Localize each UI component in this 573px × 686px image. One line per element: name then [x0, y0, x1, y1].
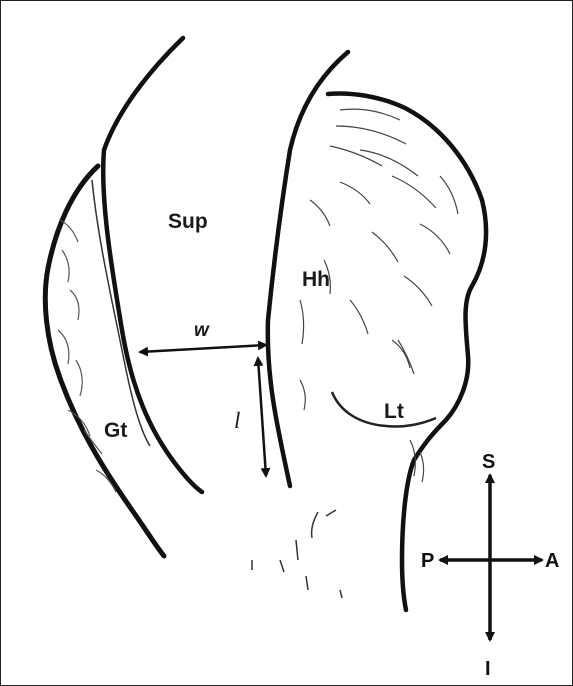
label-superior: Sup [168, 210, 208, 233]
compass-inferior-label: I [485, 658, 491, 680]
compass-superior-label: S [482, 451, 495, 473]
humeral-head-outline [328, 94, 486, 610]
orientation-compass: S I P A [421, 451, 559, 680]
label-length: l [234, 408, 240, 433]
width-measure-arrow [140, 345, 266, 352]
label-humeral-head: Hh [302, 268, 330, 291]
length-measure-arrow [258, 358, 266, 476]
greater-tubercle-shading [58, 220, 116, 492]
humeral-head-shading [300, 109, 458, 410]
label-width: w [194, 320, 210, 341]
label-lesser-tubercle: Lt [384, 400, 404, 423]
label-greater-tubercle: Gt [104, 419, 127, 442]
compass-anterior-label: A [545, 550, 559, 572]
shaft-fragments [252, 510, 342, 598]
compass-posterior-label: P [421, 550, 434, 572]
